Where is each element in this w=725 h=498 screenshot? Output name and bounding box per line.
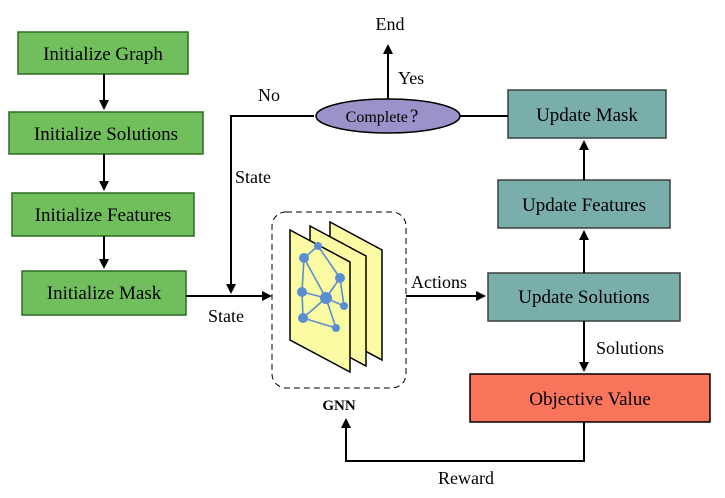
init-solutions-label: Initialize Solutions (34, 124, 178, 145)
update-features-node: Update Features (497, 179, 671, 229)
complete-question-mark: ? (410, 106, 418, 127)
init-features-node: Initialize Features (11, 192, 195, 237)
update-solutions-label: Update Solutions (518, 287, 649, 308)
end-label: End (376, 14, 405, 34)
svg-text:Complete?: Complete? (346, 106, 419, 127)
update-mask-node: Update Mask (507, 89, 667, 139)
objective-value-node: Objective Value (469, 373, 711, 423)
objective-value-label: Objective Value (529, 389, 651, 410)
complete-decision-node: Complete? (315, 98, 461, 134)
reward-label: Reward (438, 468, 494, 488)
no-branch-line (226, 115, 314, 294)
update-mask-label: Update Mask (536, 105, 638, 126)
init-solutions-node: Initialize Solutions (8, 111, 204, 155)
gnn-layer-1 (289, 228, 351, 374)
init-mask-node: Initialize Mask (21, 270, 187, 316)
gnn-label: GNN (322, 398, 356, 414)
update-features-label: Update Features (522, 195, 646, 216)
state-bottom-label: State (208, 306, 244, 326)
solutions-label: Solutions (596, 338, 664, 358)
no-label: No (258, 85, 280, 105)
update-solutions-node: Update Solutions (487, 272, 681, 322)
init-mask-label: Initialize Mask (47, 283, 162, 304)
init-features-label: Initialize Features (35, 205, 172, 226)
complete-label: Complete (346, 109, 408, 126)
actions-label: Actions (411, 272, 467, 292)
yes-label: Yes (398, 68, 424, 88)
reward-feedback-line (341, 418, 585, 462)
gnn-block: GNN (271, 211, 407, 414)
init-graph-node: Initialize Graph (17, 31, 189, 75)
state-top-label: State (235, 167, 271, 187)
init-graph-label: Initialize Graph (43, 44, 163, 65)
graph-nodes (297, 242, 348, 332)
